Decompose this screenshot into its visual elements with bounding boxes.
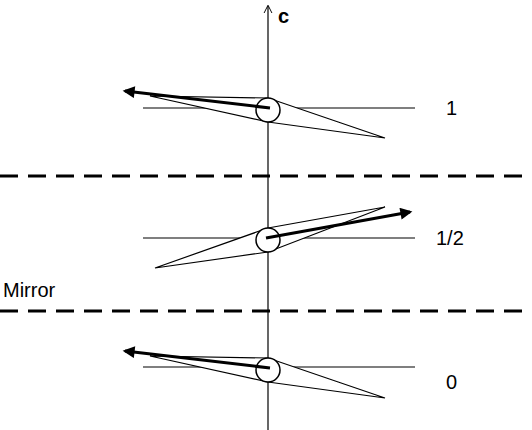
mirror-plane — [0, 175, 532, 178]
molecule — [155, 207, 410, 268]
molecule — [125, 91, 385, 138]
plane-label: Mirror — [3, 280, 55, 300]
axis-label: c — [278, 6, 289, 26]
height-label: 1/2 — [436, 228, 464, 248]
mirror-plane — [0, 310, 532, 313]
height-label: 1 — [446, 98, 457, 118]
height-label: 0 — [446, 372, 457, 392]
molecule — [125, 351, 385, 398]
